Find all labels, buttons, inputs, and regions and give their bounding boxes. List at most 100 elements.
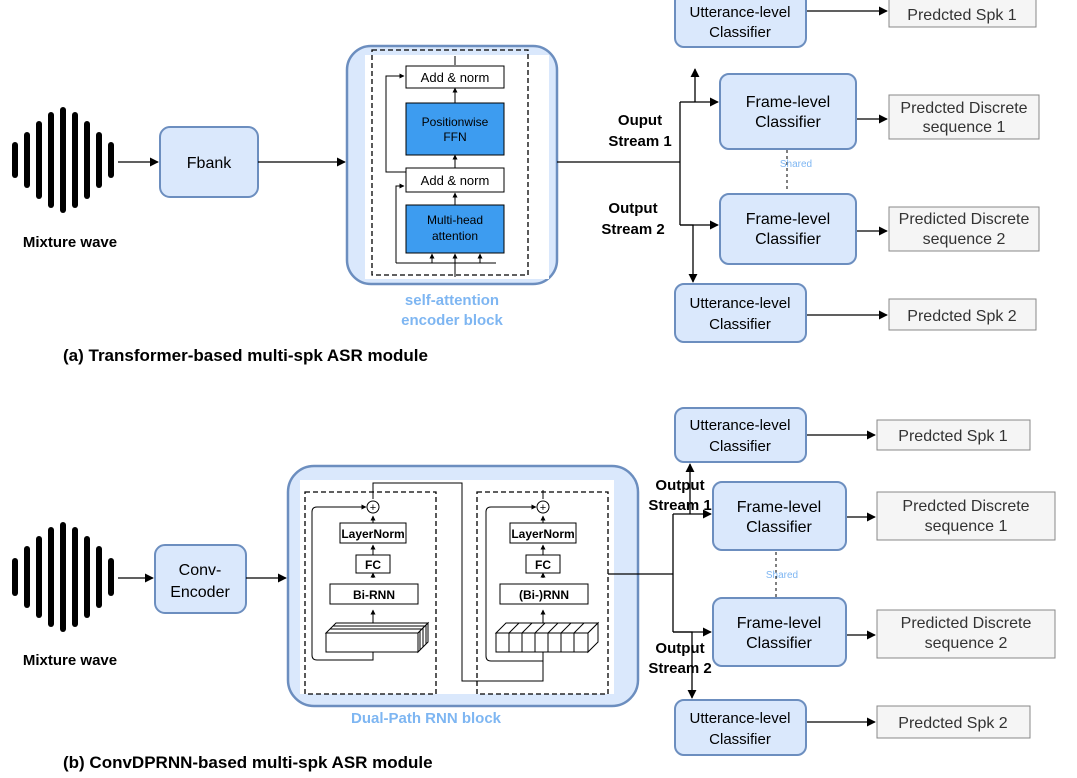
tensor-cube-left: [324, 621, 430, 654]
output-spk1: [888, 0, 1037, 28]
output-seq1-line1: Predcted Discrete: [900, 100, 1027, 117]
add-norm-top-box: [405, 65, 505, 89]
output-seq1: [888, 94, 1040, 140]
output-spk2: [876, 705, 1031, 739]
frame-classifier-1-line2: Classifier: [755, 114, 821, 131]
layernorm-right-label: LayerNorm: [511, 527, 574, 541]
utterance-classifier-top-line2: Classifier: [709, 438, 771, 455]
panel-b: Mixture wave Conv- Encoder + LayerNorm F…: [12, 407, 1056, 772]
ffn-label-line1: Positionwise: [422, 115, 489, 129]
frame-classifier-1: [712, 481, 847, 551]
utterance-classifier-top: [674, 0, 807, 48]
rnn-right-label: (Bi-)RNN: [519, 588, 569, 602]
svg-text:+: +: [540, 502, 546, 514]
frame-classifier-1-line2: Classifier: [746, 519, 812, 536]
utterance-classifier-top-line1: Utterance-level: [690, 4, 791, 21]
encoder-dashed-frame: [371, 49, 529, 276]
stream2-label-line2: Stream 2: [601, 221, 664, 238]
utterance-classifier-bottom: [674, 283, 807, 343]
frame-classifier-2: [719, 193, 857, 265]
ffn-label-line2: FFN: [443, 130, 466, 144]
frame-classifier-1: [719, 73, 857, 150]
output-spk1-label: Predcted Spk 1: [898, 428, 1008, 445]
layernorm-right: [509, 522, 577, 544]
frame-classifier-2-line1: Frame-level: [737, 615, 821, 632]
fbank-label: Fbank: [187, 155, 232, 172]
sum-node-left: [366, 500, 380, 514]
input-label: Mixture wave: [23, 234, 117, 251]
add-norm-bottom-box: [405, 167, 505, 193]
utterance-classifier-bottom-line2: Classifier: [709, 316, 771, 333]
output-seq2: [876, 609, 1056, 659]
tensor-cube-right: [494, 621, 600, 654]
ffn-box: [405, 102, 505, 156]
output-seq1-line2: sequence 1: [923, 119, 1006, 136]
fc-right-label: FC: [535, 558, 551, 572]
add-norm-top-label: Add & norm: [421, 70, 490, 85]
shared-label: Shared: [780, 159, 812, 170]
output-spk1-label: Predcted Spk 1: [907, 7, 1017, 24]
panel-a: Mixture wave Fbank Add & norm Positionwi…: [12, 0, 1040, 365]
output-seq1: [876, 491, 1056, 541]
dprnn-left-frame: [304, 491, 437, 695]
utterance-classifier-top-line1: Utterance-level: [690, 417, 791, 434]
birnn-left-label: Bi-RNN: [353, 588, 395, 602]
output-seq1-line2: sequence 1: [925, 518, 1008, 535]
output-spk2-label: Predcted Spk 2: [898, 715, 1008, 732]
waveform-icon: [12, 522, 114, 632]
utterance-classifier-bottom-line1: Utterance-level: [690, 295, 791, 312]
panel-a-title: (a) Transformer-based multi-spk ASR modu…: [63, 346, 428, 365]
dprnn-caption: Dual-Path RNN block: [351, 710, 502, 727]
fc-right: [525, 554, 561, 574]
frame-classifier-2: [712, 597, 847, 667]
utterance-classifier-top: [674, 407, 807, 463]
frame-classifier-2-line2: Classifier: [755, 231, 821, 248]
layernorm-left: [339, 522, 407, 544]
utterance-classifier-top-line2: Classifier: [709, 24, 771, 41]
rnn-right: [499, 583, 589, 605]
layernorm-left-label: LayerNorm: [341, 527, 404, 541]
conv-encoder-line2: Encoder: [170, 584, 230, 601]
shared-label: Shared: [766, 570, 798, 581]
output-spk2-label: Predcted Spk 2: [907, 308, 1017, 325]
mha-label-line2: attention: [432, 229, 478, 243]
svg-text:+: +: [370, 502, 376, 514]
stream1-label-line1: Ouput: [618, 112, 662, 129]
output-seq2: [888, 206, 1040, 252]
output-spk2: [888, 298, 1037, 331]
sum-node-right: [536, 500, 550, 514]
stream1-label-line1: Output: [655, 477, 704, 494]
utterance-classifier-bottom-line1: Utterance-level: [690, 710, 791, 727]
mha-label-line1: Multi-head: [427, 213, 483, 227]
waveform-icon: [12, 107, 114, 213]
input-label: Mixture wave: [23, 652, 117, 669]
encoder-caption-line2: encoder block: [401, 312, 503, 329]
stream2-label-line1: Output: [655, 640, 704, 657]
stream2-label-line1: Output: [608, 200, 657, 217]
panel-b-title: (b) ConvDPRNN-based multi-spk ASR module: [63, 753, 433, 772]
frame-classifier-1-line1: Frame-level: [737, 499, 821, 516]
fc-left-label: FC: [365, 558, 381, 572]
encoder-caption-line1: self-attention: [405, 292, 499, 309]
output-seq2-line2: sequence 2: [923, 231, 1006, 248]
stream1-label-line2: Stream 1: [648, 497, 711, 514]
utterance-classifier-bottom: [674, 699, 807, 756]
frame-classifier-2-line2: Classifier: [746, 635, 812, 652]
conv-encoder-box: [154, 544, 247, 614]
frame-classifier-2-line1: Frame-level: [746, 211, 830, 228]
output-seq2-line1: Predicted Discrete: [901, 615, 1032, 632]
conv-encoder-line1: Conv-: [179, 562, 222, 579]
output-seq2-line2: sequence 2: [925, 635, 1008, 652]
frame-classifier-1-line1: Frame-level: [746, 94, 830, 111]
utterance-classifier-bottom-line2: Classifier: [709, 731, 771, 748]
fc-left: [355, 554, 391, 574]
birnn-left: [329, 583, 419, 605]
add-norm-bottom-label: Add & norm: [421, 173, 490, 188]
output-seq2-line1: Predicted Discrete: [899, 211, 1030, 228]
output-seq1-line1: Predcted Discrete: [902, 498, 1029, 515]
output-spk1: [876, 419, 1031, 451]
stream1-label-line2: Stream 1: [608, 133, 671, 150]
mha-box: [405, 204, 505, 254]
